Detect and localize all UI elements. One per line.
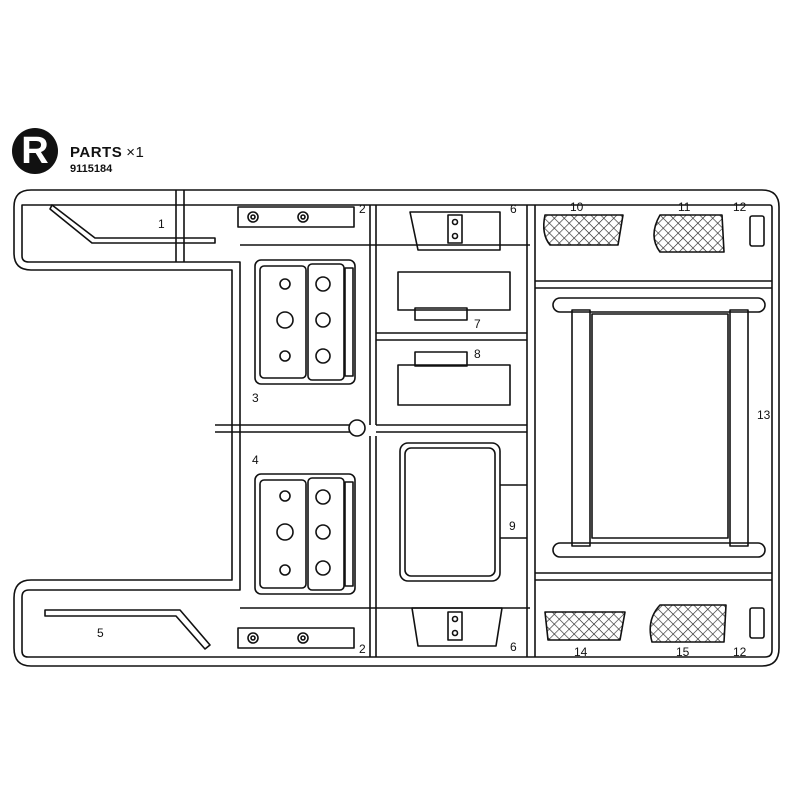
parts-title: PARTS×1 xyxy=(70,144,144,161)
part-5-rod xyxy=(44,609,211,650)
part-15-mesh-grille xyxy=(649,604,727,643)
parts-title-text: PARTS xyxy=(70,144,123,161)
sprue-inner-frame xyxy=(21,204,773,658)
part-2-bottom-plate xyxy=(237,627,355,649)
label-part-7: 7 xyxy=(474,317,481,331)
label-part-6-bottom: 6 xyxy=(510,640,517,654)
part-3-engine-block xyxy=(254,259,356,385)
runner-junction-gate xyxy=(348,419,366,437)
part-8-block xyxy=(397,351,511,406)
part-12-bottom-tab xyxy=(749,607,765,639)
label-part-10: 10 xyxy=(570,200,584,214)
sprue-outer-frame xyxy=(13,189,780,667)
part-1-rod xyxy=(49,204,216,244)
label-part-3: 3 xyxy=(252,391,259,405)
part-7-block xyxy=(397,271,511,321)
label-part-8: 8 xyxy=(474,347,481,361)
label-part-4: 4 xyxy=(252,453,259,467)
label-part-2-top: 2 xyxy=(359,202,366,216)
sprue-letter-badge: R xyxy=(12,128,58,174)
part-9-frame xyxy=(399,442,527,582)
label-part-6-top: 6 xyxy=(510,202,517,216)
label-part-12-top: 12 xyxy=(733,200,747,214)
part-2-top-plate xyxy=(237,206,355,228)
part-11-mesh-grille xyxy=(653,214,725,253)
part-10-mesh-grille xyxy=(543,214,624,246)
label-part-15: 15 xyxy=(676,645,690,659)
part-13-frame xyxy=(552,297,766,558)
label-part-12-bottom: 12 xyxy=(733,645,747,659)
part-4-engine-block xyxy=(254,473,356,595)
label-part-14: 14 xyxy=(574,645,588,659)
part-14-mesh-grille xyxy=(544,611,626,641)
label-part-11: 11 xyxy=(678,200,691,214)
parts-quantity: ×1 xyxy=(126,144,145,161)
part-6-top-bracket xyxy=(409,211,501,251)
label-part-9: 9 xyxy=(509,519,516,533)
label-part-2-bottom: 2 xyxy=(359,642,366,656)
part-6-bottom-bracket xyxy=(411,607,503,647)
part-12-top-tab xyxy=(749,215,765,247)
label-part-13: 13 xyxy=(757,408,771,422)
part-number: 9115184 xyxy=(70,163,113,175)
label-part-5: 5 xyxy=(97,626,104,640)
label-part-1: 1 xyxy=(158,217,165,231)
